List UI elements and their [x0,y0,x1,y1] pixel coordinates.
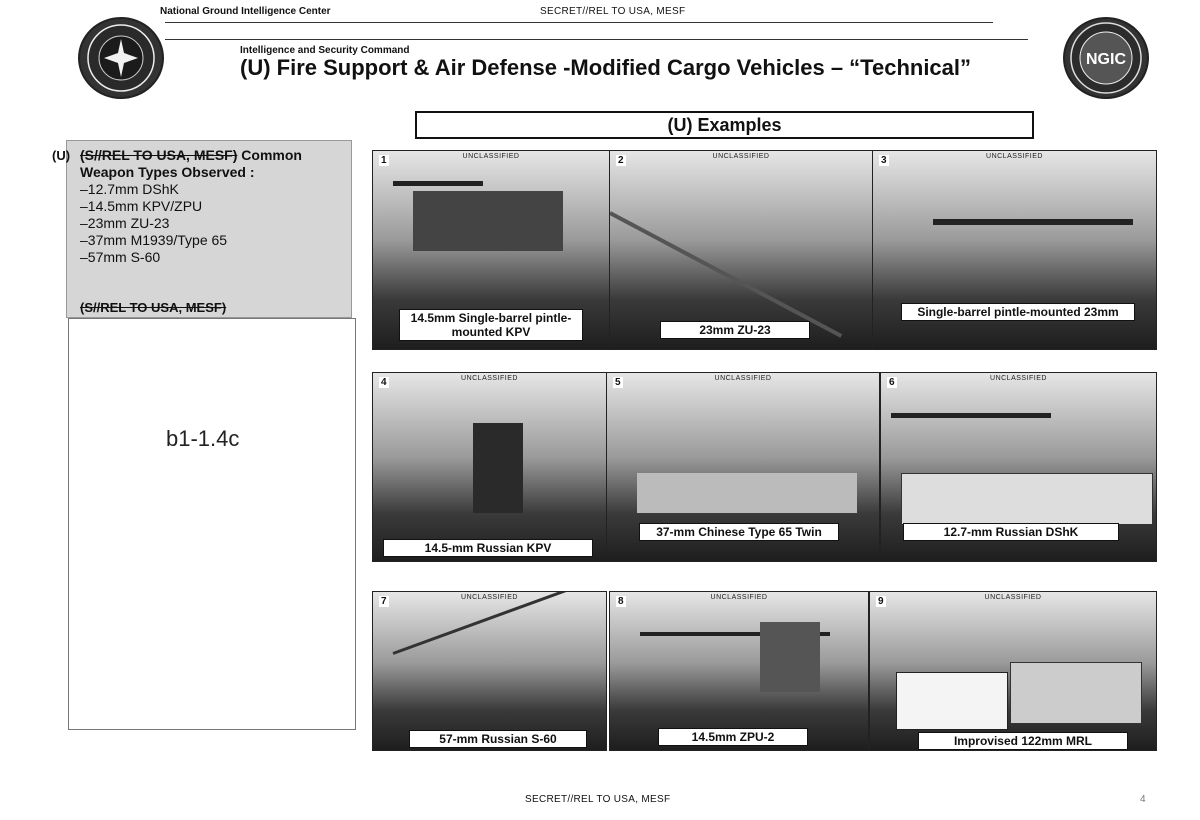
photo-caption: 14.5-mm Russian KPV [383,539,593,557]
weapon-types-heading: Common Weapon Types Observed : [80,147,302,180]
unclassified-marking: UNCLASSIFIED [461,375,518,382]
photo-number: 3 [879,155,889,166]
classification-marking-top: SECRET//REL TO USA, MESF [540,6,686,17]
unclassified-marking: UNCLASSIFIED [712,153,770,160]
photo-6: UNCLASSIFIED 6 12.7-mm Russian DShK [880,372,1157,562]
page-number: 4 [1140,794,1146,805]
subheader: Intelligence and Security Command [240,45,410,56]
photo-number: 5 [613,377,623,388]
page-title: (U) Fire Support & Air Defense -Modified… [240,55,972,80]
unclassified-marking: UNCLASSIFIED [990,375,1047,382]
photo-number: 7 [379,596,389,607]
photo-7: UNCLASSIFIED 7 57-mm Russian S-60 [372,591,607,751]
photo-caption: 57-mm Russian S-60 [409,730,587,748]
list-item: –37mm M1939/Type 65 [80,232,228,248]
ngic-logo-icon: NGIC [1063,17,1149,99]
ngic-logo-text: NGIC [1086,51,1126,68]
redaction-code: b1-1.4c [166,426,240,451]
weapon-types-list: –12.7mm DShK –14.5mm KPV/ZPU –23mm ZU-23… [80,181,227,266]
photo-number: 2 [616,155,626,166]
list-item: –12.7mm DShK [80,181,179,197]
photo-4: UNCLASSIFIED 4 14.5-mm Russian KPV [372,372,607,562]
unclassified-marking: UNCLASSIFIED [461,594,518,601]
unclassified-marking: UNCLASSIFIED [984,594,1042,601]
unclassified-marking: UNCLASSIFIED [986,153,1043,160]
weapon-types-box [66,140,352,318]
portion-marking: (U) [52,148,71,163]
photo-caption: Improvised 122mm MRL [918,732,1128,750]
examples-heading: (U) Examples [415,111,1034,139]
photo-9: UNCLASSIFIED 9 Improvised 122mm MRL [869,591,1157,751]
photo-caption: Single-barrel pintle-mounted 23mm [901,303,1135,321]
org-name: National Ground Intelligence Center [160,6,331,17]
photo-number: 9 [876,596,886,607]
unclassified-marking: UNCLASSIFIED [710,594,768,601]
list-item: –23mm ZU-23 [80,215,170,231]
photo-caption: 14.5mm ZPU-2 [658,728,808,746]
classification-marking-bottom: SECRET//REL TO USA, MESF [525,794,671,805]
photo-number: 6 [887,377,897,388]
photo-number: 8 [616,596,626,607]
photo-caption: 12.7-mm Russian DShK [903,523,1119,541]
photo-number: 4 [379,377,389,388]
list-item: –14.5mm KPV/ZPU [80,198,203,214]
photo-number: 1 [379,155,389,166]
photo-2: UNCLASSIFIED 2 23mm ZU-23 [609,150,873,350]
inscom-seal-icon [78,17,164,99]
photo-caption: 37-mm Chinese Type 65 Twin [639,523,839,541]
redaction-box [68,318,356,730]
header-divider [165,39,1028,40]
header-divider [165,22,993,23]
photo-8: UNCLASSIFIED 8 14.5mm ZPU-2 [609,591,869,751]
photo-caption: 23mm ZU-23 [660,321,810,339]
photo-caption: 14.5mm Single-barrel pintle-mounted KPV [399,309,583,341]
weapon-types-title: (S//REL TO USA, MESF) Common Weapon Type… [80,147,345,181]
list-item: –57mm S-60 [80,249,161,265]
unclassified-marking: UNCLASSIFIED [714,375,772,382]
weapon-box-classification: (S//REL TO USA, MESF) [80,300,227,315]
photo-5: UNCLASSIFIED 5 37-mm Chinese Type 65 Twi… [606,372,880,562]
classification-strike: (S//REL TO USA, MESF) [80,147,238,163]
unclassified-marking: UNCLASSIFIED [462,153,520,160]
photo-1: UNCLASSIFIED 1 14.5mm Single-barrel pint… [372,150,610,350]
photo-3: UNCLASSIFIED 3 Single-barrel pintle-moun… [872,150,1157,350]
